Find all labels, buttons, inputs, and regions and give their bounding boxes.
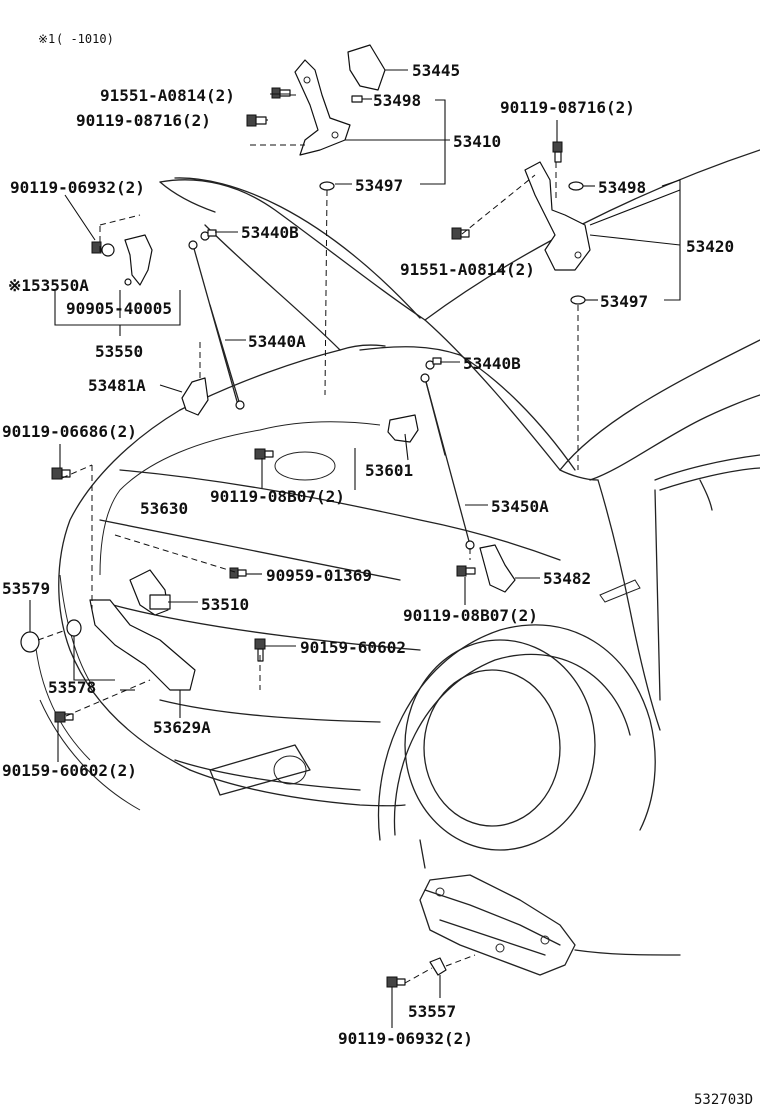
bracket-53482 bbox=[479, 544, 516, 593]
label-91551-right: 91551-A0814(2) bbox=[400, 260, 535, 279]
diagram-id: 532703D bbox=[694, 1092, 753, 1108]
label-90159-60602-bot: 90159-60602(2) bbox=[2, 761, 137, 780]
label-53550: 53550 bbox=[95, 342, 143, 361]
label-90119-08716-right: 90119-08716(2) bbox=[500, 98, 635, 117]
label-53557: 53557 bbox=[408, 1002, 456, 1021]
dashed-lines bbox=[37, 94, 579, 984]
hood-hinge-left-53410 bbox=[294, 59, 351, 156]
label-90119-06932-top: 90119-06932(2) bbox=[10, 178, 145, 197]
label-53410: 53410 bbox=[453, 132, 501, 151]
washer-53498-right bbox=[568, 181, 584, 191]
label-90119-06686: 90119-06686(2) bbox=[2, 422, 137, 441]
label-53630: 53630 bbox=[140, 499, 188, 518]
label-53629A: 53629A bbox=[153, 718, 211, 737]
bolt-90159-60602-bot bbox=[54, 711, 74, 723]
label-91551-top: 91551-A0814(2) bbox=[100, 86, 235, 105]
label-90119-08B07-right: 90119-08B07(2) bbox=[403, 606, 538, 625]
label-90905: 90905-40005 bbox=[66, 299, 172, 318]
hinge-cover-53445 bbox=[347, 44, 386, 91]
hood-lock-assy-53510 bbox=[129, 569, 171, 616]
label-53450A: 53450A bbox=[491, 497, 549, 516]
bolt-91551-top bbox=[271, 87, 291, 99]
note-range: ( -1010) bbox=[56, 32, 114, 46]
label-90119-06932-bot: 90119-06932(2) bbox=[338, 1029, 473, 1048]
bracket-53481A bbox=[181, 377, 209, 416]
label-53420: 53420 bbox=[686, 237, 734, 256]
hood-stay-bracket-53550 bbox=[91, 234, 153, 286]
label-53498-top: 53498 bbox=[373, 91, 421, 110]
washer-53497-top bbox=[319, 181, 335, 191]
clip-53557 bbox=[429, 957, 447, 976]
bolt-90119-08B07-mid bbox=[254, 448, 274, 460]
label-53510: 53510 bbox=[201, 595, 249, 614]
label-53497-top: 53497 bbox=[355, 176, 403, 195]
cushion-53579 bbox=[20, 631, 40, 653]
bolt-90119-06686 bbox=[51, 467, 71, 480]
label-53440B-top: 53440B bbox=[241, 223, 299, 242]
hood-hinge-right-53420 bbox=[524, 161, 591, 271]
label-53445: 53445 bbox=[412, 61, 460, 80]
strut-ball-53440B-mid bbox=[425, 357, 442, 370]
label-90159-60602-mid: 90159-60602 bbox=[300, 638, 406, 657]
label-53601: 53601 bbox=[365, 461, 413, 480]
label-90119-08716-left: 90119-08716(2) bbox=[76, 111, 211, 130]
hood-support-strut-53450A bbox=[420, 373, 475, 550]
under-cover-bracket bbox=[419, 839, 681, 976]
hood-lock-53601 bbox=[387, 414, 419, 443]
label-90959: 90959-01369 bbox=[266, 566, 372, 585]
label-53498-right: 53498 bbox=[598, 178, 646, 197]
leader-lines bbox=[29, 69, 681, 1028]
strut-ball-53440B-top bbox=[200, 229, 217, 241]
hood-support-strut-53440A bbox=[188, 240, 245, 410]
label-53578: 53578 bbox=[48, 678, 96, 697]
bolt-90119-08716-right bbox=[552, 141, 563, 163]
release-cable-53630 bbox=[99, 421, 381, 576]
label-53440B-mid: 53440B bbox=[463, 354, 521, 373]
label-53482: 53482 bbox=[543, 569, 591, 588]
clip-90959 bbox=[229, 567, 247, 579]
label-53440A: 53440A bbox=[248, 332, 306, 351]
car-body-outline bbox=[34, 149, 760, 851]
lock-support-53629A bbox=[89, 599, 196, 691]
bolt-90119-06932-bot bbox=[386, 976, 406, 988]
bolt-91551-right bbox=[451, 227, 470, 240]
note-symbol: ※1 bbox=[38, 32, 55, 46]
label-90119-08B07-mid: 90119-08B07(2) bbox=[210, 487, 345, 506]
label-53550A: ※153550A bbox=[8, 276, 89, 295]
bolt-90119-08B07-right bbox=[456, 565, 476, 577]
callout-labels: ※1 ( -1010) 53445 91551-A0814(2) 53498 9… bbox=[2, 32, 753, 1108]
label-53481A: 53481A bbox=[88, 376, 146, 395]
cushion-53578 bbox=[66, 619, 82, 637]
washer-53497-right bbox=[570, 295, 586, 305]
bolt-90119-08716-left bbox=[246, 114, 267, 127]
washer-53498-top bbox=[351, 95, 363, 103]
label-53497-right: 53497 bbox=[600, 292, 648, 311]
label-53579: 53579 bbox=[2, 579, 50, 598]
